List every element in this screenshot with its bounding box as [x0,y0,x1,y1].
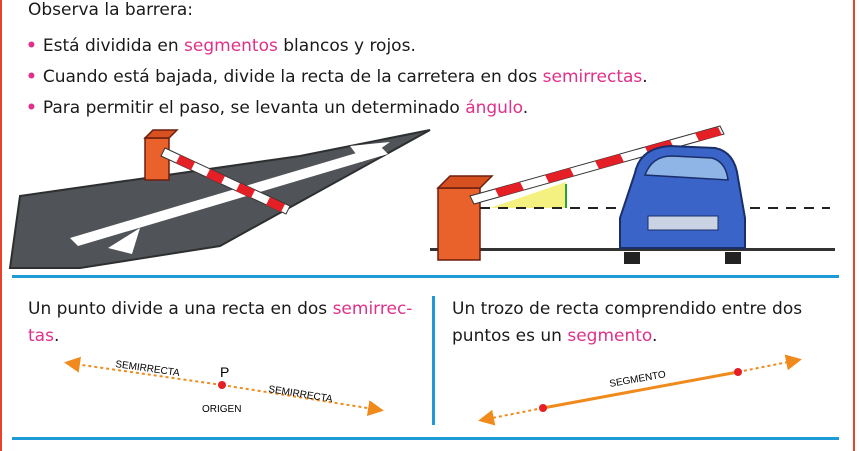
semirrecta-left-ray [64,356,223,386]
divider-bottom [12,437,839,440]
segment-left-extension [478,407,544,426]
semirrecta-right-ray [221,384,384,417]
raised-barrier-car-illustration [430,125,835,264]
highlight-term: semirrectas [542,67,643,87]
bullet-dot: • [26,67,37,87]
segment-endpoint-b [734,368,742,376]
semirrecta-diagram: SEMIRRECTA P ORIGEN SEMIRRECTA [64,356,384,417]
semirrecta-right-label: SEMIRRECTA [268,384,334,405]
geometry-diagrams: SEMIRRECTA P ORIGEN SEMIRRECTA SEGMENTO [64,354,802,426]
bullet-item: •Para permitir el paso, se levanta un de… [26,98,529,118]
bullet-dot: • [26,36,37,56]
segment-right-extension [737,354,802,373]
highlight-term: semirrec- [332,299,413,319]
highlight-term: ángulo [465,98,523,118]
bullet-item: •Cuando está bajada, divide la recta de … [26,67,648,87]
bullet-dot: • [26,98,37,118]
origin-label: ORIGEN [202,404,241,415]
barrier-illustration [8,125,835,269]
segmento-diagram: SEGMENTO [478,354,802,426]
divider-top [12,275,839,278]
semirrecta-left-label: SEMIRRECTA [115,359,181,379]
highlight-term: segmento [567,326,653,346]
segment-line [542,370,739,410]
point-p-label: P [220,364,229,380]
intro-text: Observa la barrera: [28,0,194,20]
road-barrier-illustration [8,129,431,269]
highlight-term: segmentos [184,36,278,56]
left-definition: Un punto divide a una recta en dos semir… [28,299,413,346]
bullet-item: •Está dividida en segmentos blancos y ro… [26,36,416,56]
origin-point [218,381,226,389]
segment-endpoint-a [539,404,547,412]
bullet-list: •Está dividida en segmentos blancos y ro… [26,31,648,124]
divider-vertical [432,296,435,425]
highlight-term: tas [28,326,54,346]
